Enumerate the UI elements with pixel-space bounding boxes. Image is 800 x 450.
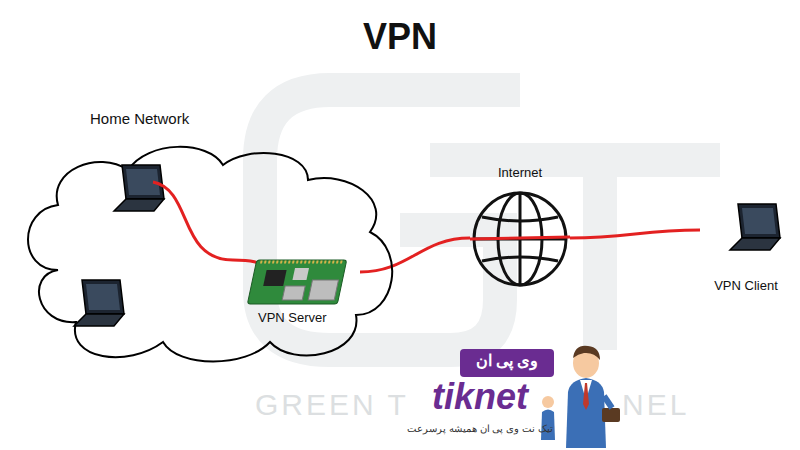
cloud-outline [18,110,398,372]
watermark-t [430,160,720,350]
logo-box [460,349,554,377]
raspberry-pi-board [240,250,360,310]
logo-tagline: تیک نت وی پی ان همیشه پرسرعت [400,423,560,434]
businessman-figure [566,346,620,448]
diagram-title: VPN [0,16,800,58]
laptop-icon [74,280,124,326]
node-label: VPN Client [700,278,792,293]
laptop-icon [114,165,164,211]
client-laptop [700,200,792,262]
tunnel-line [570,230,700,238]
tunnel-line [360,238,470,272]
logo-wordmark: tiknet [432,376,528,418]
watermark-text: GREEN T [255,388,409,422]
client-node: VPN Client [700,200,792,300]
watermark-text: NEL [622,388,689,422]
globe-icon [470,189,570,289]
cloud-region: Home NetworkVPN Server [18,110,398,372]
laptop-icon [730,204,780,250]
node-label: VPN Server [258,310,327,325]
server-node: VPN Server [240,250,360,330]
internet-node: Internet [470,165,570,290]
node-label: Internet [470,165,570,180]
logo-persian: وی پی ان [460,351,554,370]
node-label: Home Network [90,110,189,127]
